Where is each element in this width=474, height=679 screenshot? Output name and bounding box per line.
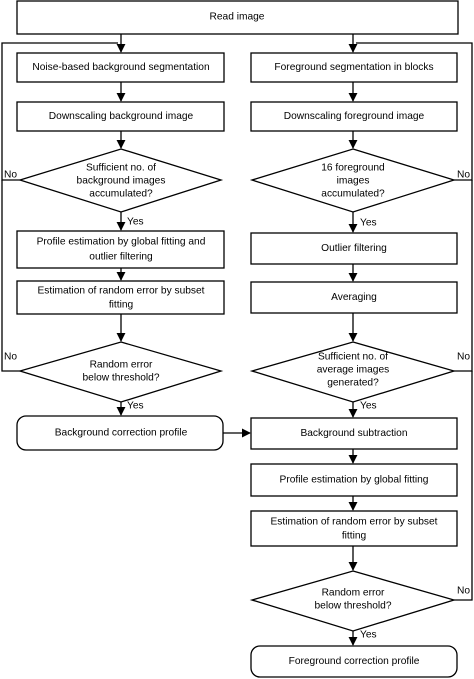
node-fg-averaging: Averaging (250, 281, 458, 314)
node-bg-correction-profile: Background correction profile (16, 415, 224, 451)
node-bg-downscale: Downscaling background image (16, 101, 225, 132)
bg-decision-no-label: No (4, 170, 17, 181)
fg-decision-line-2: images (337, 176, 370, 187)
fg-decision-no-label: No (457, 170, 470, 181)
fg-decision-yes-label: Yes (360, 218, 377, 229)
bg-decision-line-3: accumulated? (89, 189, 153, 200)
node-fg-downscale: Downscaling foreground image (250, 101, 458, 132)
fg-threshold-line-2: below threshold? (314, 601, 391, 612)
bg-decision-line-2: background images (77, 176, 166, 187)
fg-threshold-no-label: No (457, 586, 470, 597)
fg-profile-fit-label: Profile estimation by global fitting (280, 475, 429, 486)
node-fg-outlier: Outlier filtering (250, 232, 458, 265)
edge-bg-decision-no (1, 42, 118, 181)
fg-decision-line-3: accumulated? (321, 189, 385, 200)
edge-fg-decision-no (356, 42, 473, 181)
bg-threshold-line-1: Random error (90, 360, 153, 371)
node-bg-segmentation: Noise-based background segmentation (16, 52, 225, 83)
fg-avg-decision-no-label: No (457, 352, 470, 363)
node-fg-correction-profile: Foreground correction profile (250, 645, 458, 678)
bg-random-error-line-1: Estimation of random error by subset (37, 286, 204, 297)
bg-random-error-line-2: fitting (109, 300, 134, 311)
node-fg-random-error: Estimation of random error by subset fit… (250, 510, 458, 547)
fg-outlier-label: Outlier filtering (321, 243, 387, 254)
edge-fg-avg-decision-no (454, 180, 473, 372)
node-fg-profile-fit: Profile estimation by global fitting (250, 463, 458, 497)
node-bg-decision: Sufficient no. of background images accu… (17, 148, 224, 213)
edge-fg-threshold-no (454, 371, 473, 601)
read-image-label: Read image (210, 12, 265, 23)
connectors (1, 34, 473, 646)
edge-labels: Yes No Yes No Yes No Yes No Yes No (4, 170, 470, 641)
bg-threshold-line-2: below threshold? (82, 373, 159, 384)
fg-random-error-line-2: fitting (342, 531, 367, 542)
edge-bg-threshold-no (1, 180, 20, 372)
fg-threshold-yes-label: Yes (360, 630, 377, 641)
bg-profile-fit-line-2: outlier filtering (89, 252, 153, 263)
fg-avg-decision-line-3: generated? (327, 378, 379, 389)
fg-avg-decision-line-1: Sufficient no. of (318, 352, 388, 363)
bg-threshold-yes-label: Yes (127, 401, 144, 412)
bg-segmentation-label: Noise-based background segmentation (32, 62, 209, 73)
fg-averaging-label: Averaging (331, 292, 377, 303)
bg-downscale-label: Downscaling background image (49, 111, 194, 122)
bg-decision-line-1: Sufficient no. of (86, 163, 156, 174)
bg-decision-yes-label: Yes (127, 217, 144, 228)
fg-decision-line-1: 16 foreground (321, 163, 385, 174)
fg-correction-profile-label: Foreground correction profile (289, 656, 420, 667)
node-fg-threshold: Random error below threshold? (249, 570, 457, 632)
node-read-image: Read image (16, 0, 459, 35)
fg-downscale-label: Downscaling foreground image (284, 111, 425, 122)
fg-segmentation-label: Foreground segmentation in blocks (274, 62, 433, 73)
fg-bg-subtraction-label: Background subtraction (300, 428, 407, 439)
bg-threshold-no-label: No (4, 352, 17, 363)
node-bg-random-error: Estimation of random error by subset fit… (16, 280, 225, 315)
bg-profile-fit-line-1: Profile estimation by global fitting and (37, 237, 206, 248)
bg-correction-profile-label: Background correction profile (55, 428, 188, 439)
fg-avg-decision-line-2: average images (317, 365, 390, 376)
node-fg-avg-decision: Sufficient no. of average images generat… (249, 341, 457, 403)
node-fg-decision: 16 foreground images accumulated? (249, 148, 457, 213)
fg-avg-decision-yes-label: Yes (360, 401, 377, 412)
fg-threshold-line-1: Random error (322, 588, 385, 599)
fg-random-error-line-1: Estimation of random error by subset (270, 517, 437, 528)
node-fg-segmentation: Foreground segmentation in blocks (250, 52, 458, 83)
node-fg-bg-subtraction: Background subtraction (250, 417, 458, 450)
node-bg-profile-fit: Profile estimation by global fitting and… (16, 230, 225, 269)
node-bg-threshold: Random error below threshold? (17, 341, 224, 403)
